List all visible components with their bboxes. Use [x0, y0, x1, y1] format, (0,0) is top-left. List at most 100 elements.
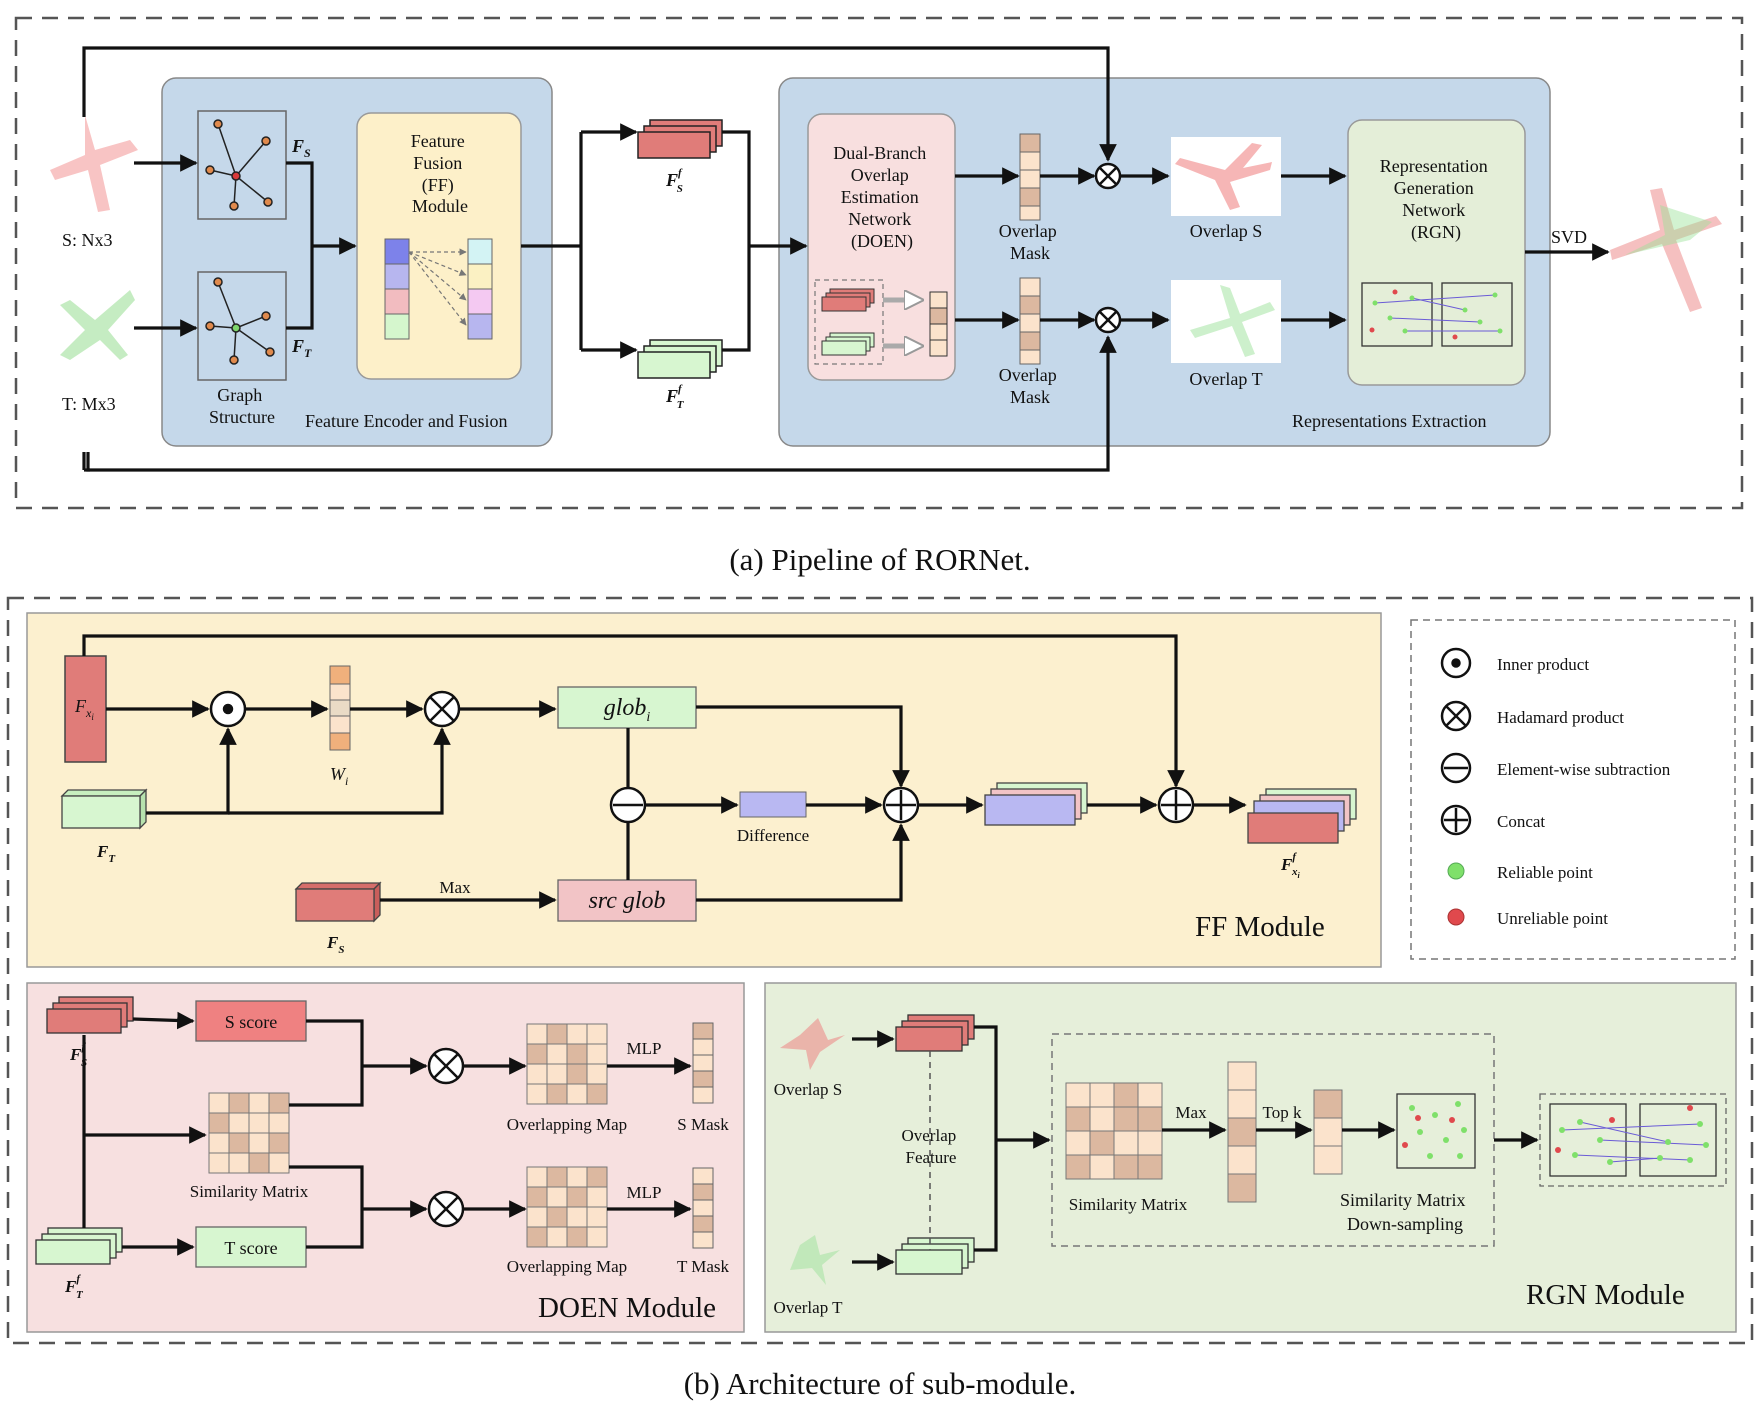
matrix-cell: [586, 1043, 608, 1065]
matrix-cell: [526, 1186, 548, 1208]
matrix-cell: [586, 1226, 608, 1248]
source-point-cloud-icon: [50, 115, 138, 212]
doen-similarity-matrix: [208, 1092, 290, 1174]
rgn-downsampling-dashed-box: [1051, 1033, 1495, 1247]
doen-hadamard-1-icon: [427, 1047, 465, 1085]
caption-a: (a) Pipeline of RORNet.: [729, 542, 1030, 577]
graph-s-icon: [205, 119, 273, 211]
difference-label: Difference: [737, 826, 809, 845]
matrix-cell: [566, 1226, 588, 1248]
matrix-cell: [228, 1132, 250, 1154]
rgn-overlap-s-label: Overlap S: [774, 1080, 842, 1099]
input-t-label: T: Mx3: [62, 394, 116, 414]
rgn-topk-column: [1313, 1089, 1343, 1175]
hadamard-top-icon: [1094, 162, 1122, 190]
mlp-2-label: MLP: [627, 1183, 662, 1202]
matrix-cell: [586, 1206, 608, 1228]
s-mask-column: [692, 1022, 714, 1104]
rgn-overlap-s-stack: [895, 1014, 975, 1052]
doen-label: Dual-Branch Overlap Estimation Network (…: [833, 143, 930, 252]
matrix-cell: [566, 1023, 588, 1045]
ff-module-panel: [26, 612, 1382, 968]
encoder-panel-label: Feature Encoder and Fusion: [305, 411, 507, 431]
overlapping-map-2: [526, 1166, 608, 1248]
fxi-label: Fxi: [74, 696, 94, 722]
concat-2-icon: [1157, 786, 1195, 824]
doen-module-title: DOEN Module: [538, 1292, 716, 1324]
target-point-cloud-icon: [60, 290, 135, 360]
pipeline-dashed-frame: [14, 16, 1744, 510]
ff-output-stack-icon: [1247, 788, 1357, 844]
rgn-overlap-t-label: Overlap T: [773, 1298, 843, 1317]
matrix-cell: [1113, 1082, 1139, 1108]
matrix-cell: [526, 1206, 548, 1228]
matrix-cell: [1089, 1082, 1115, 1108]
fxi-feature: [64, 655, 107, 763]
matrix-cell: [546, 1083, 568, 1105]
matrix-cell: [228, 1112, 250, 1134]
matrix-cell: [1113, 1106, 1139, 1132]
matrix-cell: [248, 1112, 270, 1134]
matrix-cell: [546, 1226, 568, 1248]
ft-label: FT: [291, 336, 312, 360]
graph-structure-box-s: [197, 110, 287, 220]
matrix-cell: [1065, 1082, 1091, 1108]
fs-label: FS: [291, 136, 311, 160]
overlapping-map-1-label: Overlapping Map: [507, 1115, 627, 1134]
doen-white-arrows: [883, 300, 920, 346]
difference-box: [739, 791, 807, 818]
s-score-label: S score: [225, 1012, 278, 1032]
ff-module-title: FF Module: [1195, 911, 1325, 943]
matrix-cell: [1137, 1154, 1163, 1180]
overlap-feature-label: Overlap Feature: [901, 1126, 960, 1167]
rgn-similarity-matrix: [1065, 1082, 1163, 1180]
rgn-max-label: Max: [1175, 1103, 1207, 1122]
matrix-cell: [1113, 1154, 1139, 1180]
caption-b: (b) Architecture of sub-module.: [684, 1366, 1077, 1401]
matrix-cell: [546, 1206, 568, 1228]
pipeline-connectors: [82, 46, 1610, 472]
matrix-cell: [546, 1063, 568, 1085]
legend-inner-product-label: Inner product: [1497, 655, 1589, 674]
rgn-correspondence-icon: [1361, 282, 1513, 347]
graph-structure-label: Graph Structure: [209, 385, 275, 427]
matrix-cell: [526, 1166, 548, 1188]
concat-stack-icon: [984, 782, 1088, 826]
doen-mini-features: [821, 288, 948, 357]
matrix-cell: [248, 1152, 270, 1174]
t-mask-column: [692, 1167, 714, 1249]
rgn-max-column: [1227, 1061, 1257, 1203]
legend-unreliable-label: Unreliable point: [1497, 909, 1608, 928]
legend-reliable-label: Reliable point: [1497, 863, 1593, 882]
legend-subtraction-label: Element-wise subtraction: [1497, 760, 1671, 779]
matrix-cell: [268, 1092, 290, 1114]
ff-module-label: Feature Fusion (FF) Module: [411, 131, 469, 216]
matrix-cell: [268, 1132, 290, 1154]
rgn-downsampled-points-icon: [1396, 1093, 1476, 1169]
rgn-similarity-matrix-label: Similarity Matrix: [1069, 1195, 1188, 1214]
overlapping-map-2-label: Overlapping Map: [507, 1257, 627, 1276]
t-score-label: T score: [224, 1238, 277, 1258]
doen-similarity-matrix-label: Similarity Matrix: [190, 1182, 309, 1201]
legend-hadamard-icon: [1440, 700, 1472, 732]
matrix-cell: [208, 1092, 230, 1114]
matrix-cell: [526, 1083, 548, 1105]
matrix-cell: [526, 1063, 548, 1085]
matrix-cell: [546, 1186, 568, 1208]
glob-label: globi: [604, 695, 651, 725]
legend-inner-product-icon: [1440, 647, 1472, 679]
overlapping-map-1: [526, 1023, 608, 1105]
ffs-feature-stack: [637, 119, 723, 159]
matrix-cell: [566, 1063, 588, 1085]
hadamard-bottom-icon: [1094, 306, 1122, 334]
overlap-mask-top-column: [1019, 133, 1041, 221]
registered-point-cloud-icon: [1610, 188, 1722, 312]
overlap-s-cloud-icon: [1175, 143, 1272, 210]
matrix-cell: [208, 1132, 230, 1154]
matrix-cell: [248, 1092, 270, 1114]
matrix-cell: [586, 1186, 608, 1208]
matrix-cell: [208, 1152, 230, 1174]
legend-concat-label: Concat: [1497, 812, 1545, 831]
matrix-cell: [526, 1226, 548, 1248]
